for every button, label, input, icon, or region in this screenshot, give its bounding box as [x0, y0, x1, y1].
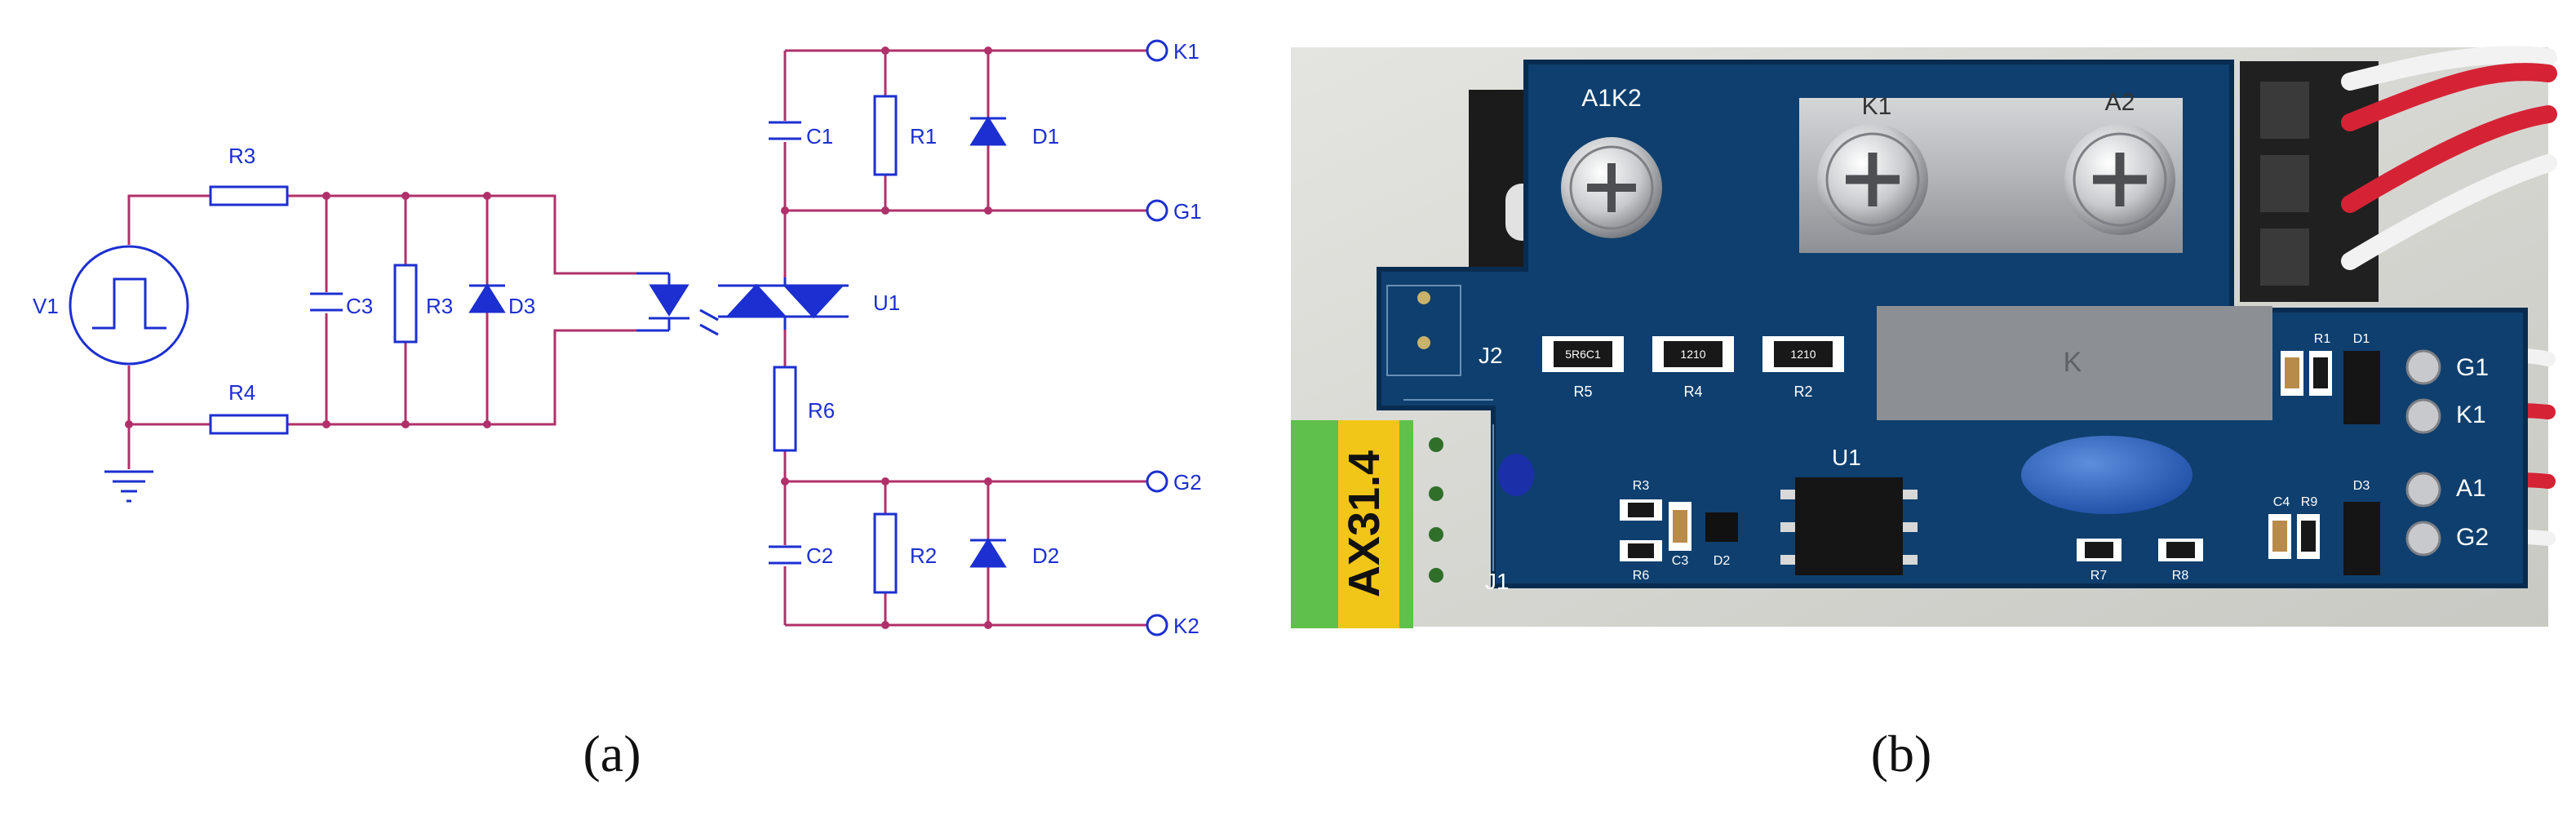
caption-b: (b) [1871, 725, 1932, 783]
silk-r9: R9 [2301, 495, 2318, 509]
label-k1: K1 [1173, 39, 1199, 64]
diode-d2 [969, 538, 1007, 568]
triac-u1-icon [718, 277, 849, 330]
silk-g2: G2 [2456, 524, 2489, 551]
screw-k1-icon [1817, 124, 1928, 235]
resistor-r4-in [209, 414, 289, 435]
capacitor-c2 [769, 545, 801, 566]
silk-k1-edge: K1 [2456, 401, 2486, 428]
ground-icon [104, 470, 153, 503]
connector-tag-text: AX31.4 [1340, 450, 1389, 597]
resistor-r1 [873, 95, 898, 176]
silk-r1: R1 [2314, 332, 2331, 346]
grey-block-mark: K [2064, 347, 2082, 378]
connector-screws [1429, 437, 1443, 583]
resistor-r6 [773, 366, 797, 452]
silk-g1: G1 [2456, 354, 2489, 381]
silk-k1: K1 [1862, 93, 1892, 120]
silk-c3: C3 [1672, 554, 1689, 568]
silk-j2: J2 [1479, 343, 1503, 368]
diode-d1 [969, 116, 1007, 146]
ic-u1 [1780, 477, 1918, 575]
silk-r7: R7 [2091, 569, 2108, 583]
silk-r8: R8 [2172, 569, 2189, 583]
silk-a2: A2 [2105, 89, 2135, 116]
schematic-labels: V1 R3 R4 C3 R3 D3 U1 R6 C1 R1 D1 C2 R2 D… [33, 39, 1202, 638]
caption-a: (a) [583, 725, 641, 783]
silk-r2: R2 [1793, 384, 1812, 400]
label-r2: R2 [910, 543, 937, 568]
resistor-r3-mid [393, 264, 418, 344]
silk-r5: R5 [1573, 384, 1592, 400]
silk-r4: R4 [1683, 384, 1702, 400]
schematic-panel: V1 R3 R4 C3 R3 D3 U1 R6 C1 R1 D1 C2 R2 D… [33, 39, 1202, 783]
screw-a1k2-icon [1561, 137, 1662, 238]
grey-component-block [1877, 306, 2272, 420]
code-r5: 5R6C1 [1565, 348, 1601, 361]
label-g2: G2 [1173, 470, 1202, 494]
capacitor-c3 [310, 292, 343, 313]
label-r3-mid: R3 [426, 294, 453, 318]
label-d1: D1 [1032, 124, 1059, 149]
connector-tag [1338, 420, 1399, 628]
label-k2: K2 [1173, 614, 1199, 638]
silk-d1: D1 [2353, 332, 2370, 346]
silkscreen-lines [1386, 285, 1494, 571]
resistor-r3-in [209, 185, 289, 206]
terminal-g2-icon [1146, 470, 1168, 493]
silk-u1: U1 [1832, 445, 1861, 470]
silk-d2: D2 [1714, 554, 1731, 568]
pcb-edge-shade [1377, 60, 2528, 588]
terminal-k1-icon [1146, 39, 1168, 62]
label-r4-in: R4 [228, 380, 255, 405]
label-c3: C3 [346, 294, 373, 318]
terminal-g1-icon [1146, 199, 1168, 222]
silk-a1k2: A1K2 [1581, 85, 1641, 112]
silk-d3: D3 [2353, 479, 2370, 493]
label-d2: D2 [1032, 543, 1059, 568]
code-r2: 1210 [1790, 348, 1816, 361]
terminal-k2-icon [1146, 614, 1168, 636]
label-g1: G1 [1173, 199, 1202, 224]
j2-pads [1417, 291, 1430, 349]
pcb-silk-labels: A1K2 K1 A2 J2 J1 U1 R5 R4 R2 R1 D1 D3 C4… [1479, 85, 2489, 594]
components [69, 39, 1168, 636]
silk-c4: C4 [2273, 495, 2290, 509]
label-c1: C1 [806, 124, 833, 149]
pcb-photo-panel: K 5R6C1 1210 1210 104 103 [1291, 46, 2557, 783]
blue-dot [1498, 454, 1534, 496]
label-v1: V1 [33, 294, 59, 318]
code-r4: 1210 [1680, 348, 1705, 361]
capacitor-c1 [769, 121, 801, 142]
silk-r3: R3 [1633, 479, 1650, 493]
edge-pads [2405, 349, 2441, 557]
terminal-blocks-right [2240, 61, 2379, 302]
silk-j1: J1 [1485, 569, 1510, 594]
pulse-source-icon [69, 245, 189, 366]
label-c2: C2 [806, 543, 833, 568]
diode-d3 [468, 283, 506, 313]
resistor-r2 [873, 512, 898, 594]
junction-dots [125, 47, 992, 629]
smd-small-parts [1620, 351, 2380, 575]
label-r3-in: R3 [228, 144, 255, 168]
label-r6: R6 [808, 398, 835, 423]
screw-a2-icon [2064, 124, 2175, 235]
smd-resistors-top [1542, 336, 1844, 372]
blue-capacitor [2021, 436, 2192, 514]
silk-r6: R6 [1633, 569, 1650, 583]
optocoupler-led-icon [636, 272, 719, 336]
label-d3: D3 [508, 294, 535, 318]
label-u1: U1 [873, 290, 900, 315]
label-r1: R1 [910, 124, 937, 149]
silk-a1: A1 [2456, 475, 2486, 502]
